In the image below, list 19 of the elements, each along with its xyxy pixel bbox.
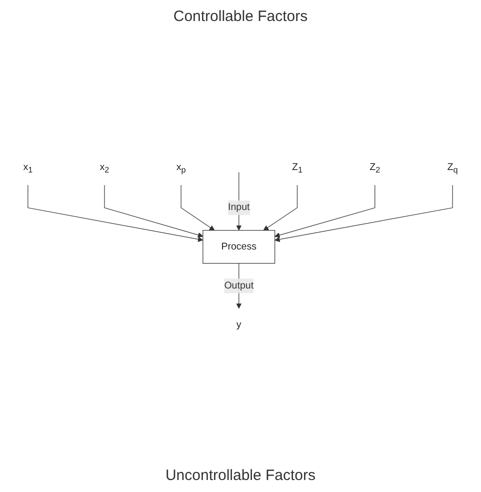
node-text: x$_{p}$ — [176, 162, 186, 174]
node-text: y — [236, 319, 242, 330]
node-text: x$_{1}$ — [23, 162, 33, 174]
arrow — [180, 184, 215, 230]
node-text: Z$_{q}$ — [447, 162, 458, 174]
edge-label: Output — [224, 280, 254, 291]
node-text: Z$_{2}$ — [370, 162, 380, 174]
arrow — [263, 184, 298, 230]
diagram-title: Controllable Factors — [173, 7, 308, 27]
arrow — [28, 184, 204, 242]
node-text: Z$_{1}$ — [292, 162, 302, 174]
diagram-caption: Uncontrollable Factors — [165, 466, 316, 486]
arrow — [236, 172, 242, 230]
edge-label: Input — [228, 202, 250, 212]
node-box: Process — [202, 230, 276, 264]
arrow — [274, 184, 453, 242]
arrow — [274, 184, 376, 238]
arrow — [104, 184, 204, 238]
node-text: x$_{2}$ — [100, 162, 110, 174]
